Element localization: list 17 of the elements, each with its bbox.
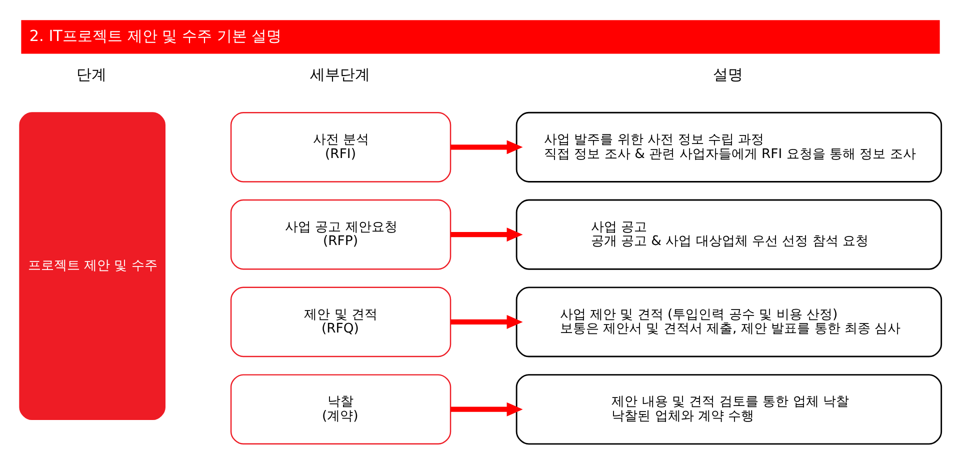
label: 설명 <box>712 66 743 84</box>
node-box: 사전 분석 (RFI) <box>230 112 451 182</box>
arrow <box>450 402 522 416</box>
node-box: 사업 발주를 위한 사전 정보 수립 과정 직접 정보 조사 & 관련 사업자들에게 RFI 요청을 통해 정보 조사 <box>515 112 942 182</box>
arrow <box>450 314 522 329</box>
label: 세부단계 <box>309 66 370 84</box>
arrow <box>450 228 522 242</box>
arrow <box>450 140 522 154</box>
node-box: 사업 공고 제안요청 (RFP) <box>230 199 451 270</box>
label: 단계 <box>76 66 106 84</box>
node-box: 제안 및 견적 (RFQ) <box>230 286 451 358</box>
node-box: 프로젝트 제안 및 수주 <box>18 112 165 420</box>
node-box: 사업 제안 및 견적 (투입인력 공수 및 비용 산정) 보통은 제안서 및 견적서 제출, 제안 발표를 통한 최종 심사 <box>515 286 942 358</box>
diagram-title: 2. IT프로젝트 제안 및 수주 기본 설명 <box>28 26 282 45</box>
node-box: 제안 내용 및 견적 검토를 통한 업체 낙찰 낙찰된 업체와 계약 수행 <box>515 374 942 445</box>
node-box: 낙찰 (계약) <box>230 374 451 444</box>
node-box: 사업 공고 공개 공고 & 사업 대상업체 우선 선정 참석 요청 <box>515 199 942 270</box>
